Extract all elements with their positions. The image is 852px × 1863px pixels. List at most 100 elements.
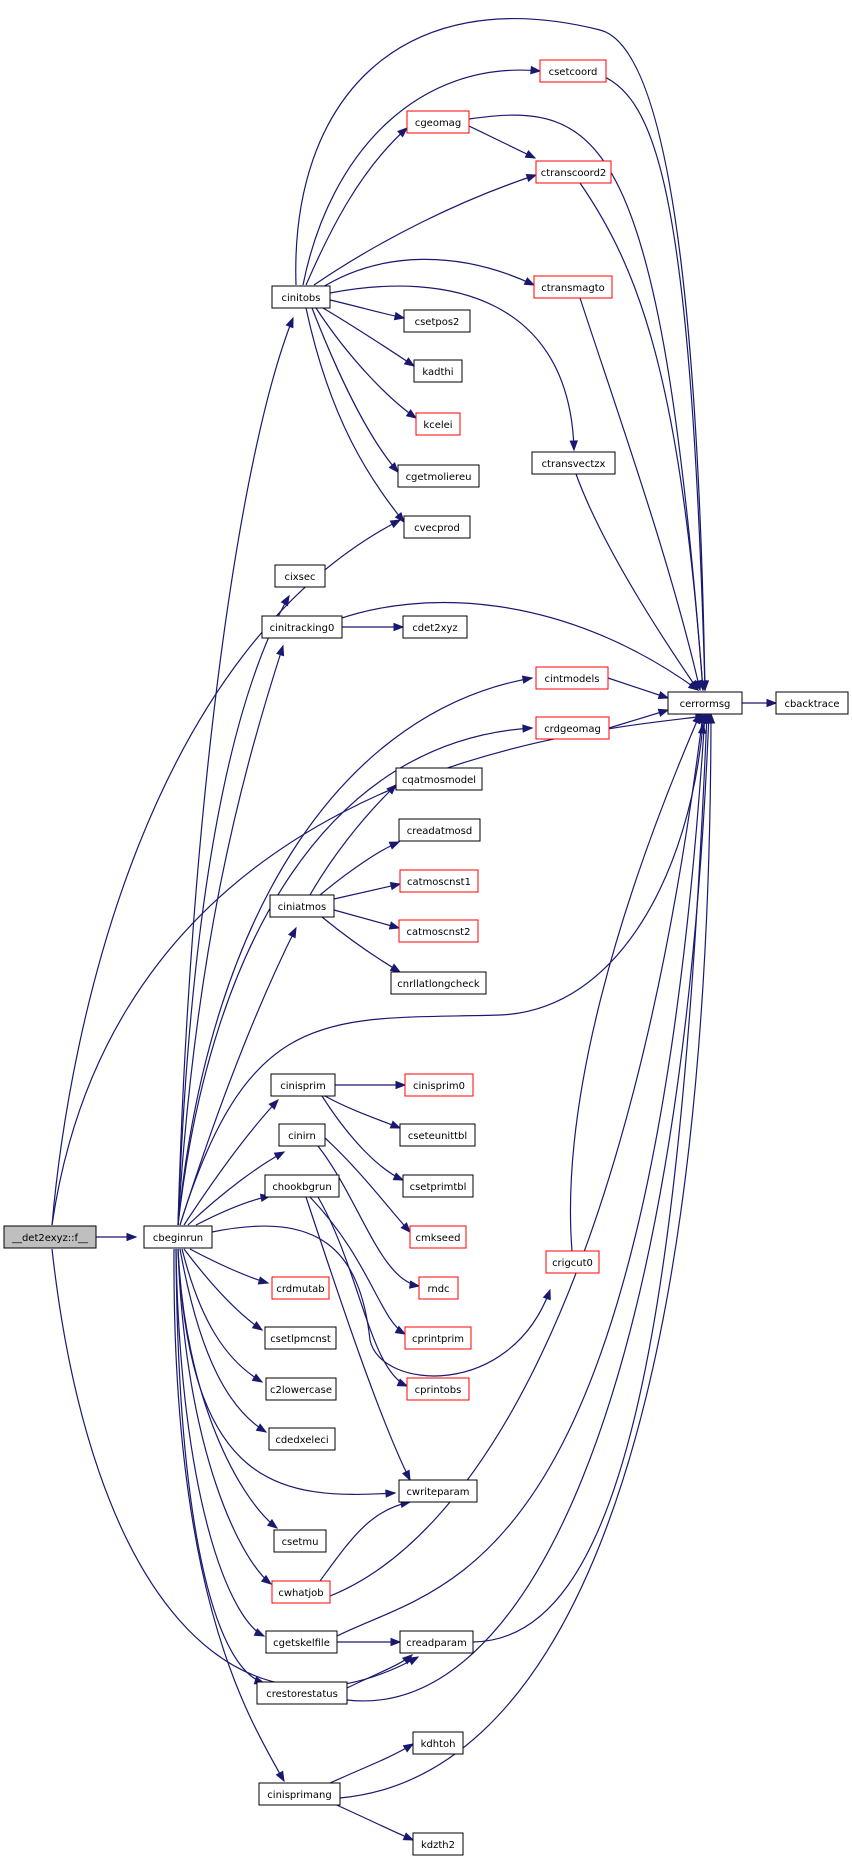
node-box [535, 666, 609, 690]
function-node-csetpos2[interactable]: csetpos2 [403, 309, 471, 333]
node-label: cdet2xyz [412, 623, 457, 634]
node-label: csetprimtbl [410, 1182, 467, 1193]
function-node-csetmu[interactable]: csetmu [273, 1529, 327, 1553]
node-box [398, 1479, 478, 1503]
node-label: csetcoord [549, 67, 598, 78]
function-node-cgeomag[interactable]: cgeomag [406, 110, 470, 134]
function-node-cdedxeleci[interactable]: cdedxeleci [268, 1427, 336, 1451]
node-box [399, 1123, 476, 1147]
function-node-cprintprim[interactable]: cprintprim [404, 1326, 472, 1350]
function-node-cinisprim0[interactable]: cinisprim0 [404, 1073, 474, 1097]
edge-ciniatmos-to-catmoscnst2 [333, 909, 401, 930]
function-node-cbeginrun[interactable]: cbeginrun [143, 1225, 213, 1249]
function-node-kadthi[interactable]: kadthi [413, 359, 463, 383]
function-node-cintmodels[interactable]: cintmodels [535, 666, 609, 690]
node-label: ctranscoord2 [541, 168, 607, 179]
function-node-cixsec[interactable]: cixsec [274, 564, 326, 588]
node-box [412, 1731, 464, 1755]
node-label: cqatmosmodel [402, 775, 476, 786]
function-node-creadparam[interactable]: creadparam [399, 1630, 474, 1654]
function-node-cinitracking0[interactable]: cinitracking0 [261, 615, 343, 639]
function-node-cwriteparam[interactable]: cwriteparam [398, 1479, 478, 1503]
edge-cbeginrun-to-cgetskelfile [175, 1248, 266, 1637]
function-node-root[interactable]: __det2exyz::f__ [3, 1225, 97, 1249]
function-node-csetcoord[interactable]: csetcoord [539, 59, 607, 83]
function-node-c2lowercase[interactable]: c2lowercase [265, 1377, 337, 1401]
edge-cinitobs-to-csetpos2 [329, 299, 406, 321]
function-node-cinisprim[interactable]: cinisprim [270, 1073, 336, 1097]
node-label: crestorestatus [266, 1689, 338, 1700]
function-node-cmkseed[interactable]: cmkseed [409, 1225, 467, 1249]
function-node-cgetskelfile[interactable]: cgetskelfile [265, 1630, 338, 1654]
node-box [412, 1832, 464, 1856]
function-node-catmoscnst2[interactable]: catmoscnst2 [398, 919, 479, 943]
node-label: cinirn [288, 1131, 316, 1142]
function-node-crestorestatus[interactable]: crestorestatus [256, 1681, 348, 1705]
node-label: c2lowercase [270, 1385, 332, 1396]
function-node-cdet2xyz[interactable]: cdet2xyz [402, 615, 468, 639]
function-node-creadatmosd[interactable]: creadatmosd [398, 818, 481, 842]
function-node-ciniatmos[interactable]: ciniatmos [269, 894, 335, 918]
function-node-cqatmosmodel[interactable]: cqatmosmodel [395, 767, 483, 791]
node-box [264, 1174, 340, 1198]
function-node-kcelei[interactable]: kcelei [415, 412, 461, 436]
node-label: ctransvectzx [542, 459, 606, 470]
edge-ciniatmos-to-cqatmosmodel [309, 784, 397, 896]
function-node-chookbgrun[interactable]: chookbgrun [264, 1174, 340, 1198]
edge-cinisprimang-to-kdhtoh [329, 1743, 415, 1784]
node-label: cprintobs [415, 1385, 462, 1396]
function-node-rndc[interactable]: rndc [418, 1276, 459, 1300]
function-node-cinitobs[interactable]: cinitobs [271, 285, 331, 309]
node-box [270, 1073, 336, 1097]
function-node-csetlpmcnst[interactable]: csetlpmcnst [264, 1326, 337, 1350]
function-node-cgetmoliereu[interactable]: cgetmoliereu [397, 464, 480, 488]
function-node-crdmutab[interactable]: crdmutab [271, 1276, 330, 1300]
node-box [390, 971, 487, 995]
node-label: cinisprim0 [413, 1081, 465, 1092]
function-node-ctransvectzx[interactable]: ctransvectzx [531, 451, 616, 475]
function-node-cbacktrace[interactable]: cbacktrace [775, 691, 849, 715]
node-label: crdgeomag [544, 724, 601, 735]
function-node-kdzth2[interactable]: kdzth2 [412, 1832, 464, 1856]
edge-cbeginrun-to-crdgeomag [177, 724, 534, 1226]
function-node-crigcut0[interactable]: crigcut0 [545, 1250, 600, 1274]
node-label: cgetskelfile [273, 1638, 330, 1649]
node-label: cgetmoliereu [406, 472, 472, 483]
node-box [531, 451, 616, 475]
function-node-cinirn[interactable]: cinirn [278, 1123, 326, 1147]
function-node-crdgeomag[interactable]: crdgeomag [535, 716, 610, 740]
function-node-cerrormsg[interactable]: cerrormsg [667, 691, 743, 715]
node-box [413, 359, 463, 383]
edge-cbeginrun-to-cinirn [187, 1151, 286, 1226]
function-node-cprintobs[interactable]: cprintobs [406, 1377, 470, 1401]
function-node-ctranscoord2[interactable]: ctranscoord2 [535, 160, 612, 184]
node-box [398, 818, 481, 842]
node-label: __det2exyz::f__ [11, 1233, 89, 1244]
node-label: cixsec [284, 572, 315, 583]
function-node-cseteunittbl[interactable]: cseteunittbl [399, 1123, 476, 1147]
edge-ctranscoord2-to-cerrormsg [579, 182, 707, 692]
function-node-cnrllatlongcheck[interactable]: cnrllatlongcheck [390, 971, 487, 995]
edge-cgeomag-to-ctranscoord2 [468, 125, 537, 159]
node-box [399, 1630, 474, 1654]
node-label: cerrormsg [680, 699, 731, 710]
node-label: cbeginrun [153, 1233, 203, 1244]
edge-cinitobs-to-cgeomag [305, 127, 409, 286]
function-node-csetprimtbl[interactable]: csetprimtbl [402, 1174, 474, 1198]
function-node-catmoscnst1[interactable]: catmoscnst1 [399, 869, 479, 893]
node-box [406, 1377, 470, 1401]
edge-ciniatmos-to-creadatmosd [319, 841, 401, 896]
function-node-kdhtoh[interactable]: kdhtoh [412, 1731, 464, 1755]
node-label: creadatmosd [407, 826, 472, 837]
edge-cinisprim-to-cseteunittbl [324, 1095, 402, 1129]
edge-cintmodels-to-cerrormsg [607, 677, 670, 700]
node-box [667, 691, 743, 715]
node-label: cseteunittbl [408, 1131, 467, 1142]
function-node-cinisprimang[interactable]: cinisprimang [258, 1782, 341, 1806]
edge-cinitobs-to-cerrormsg [295, 18, 710, 692]
function-node-cvecprod[interactable]: cvecprod [403, 515, 471, 539]
function-node-ctransmagto[interactable]: ctransmagto [533, 275, 613, 299]
function-node-cwhatjob[interactable]: cwhatjob [271, 1580, 331, 1604]
node-box [533, 275, 613, 299]
